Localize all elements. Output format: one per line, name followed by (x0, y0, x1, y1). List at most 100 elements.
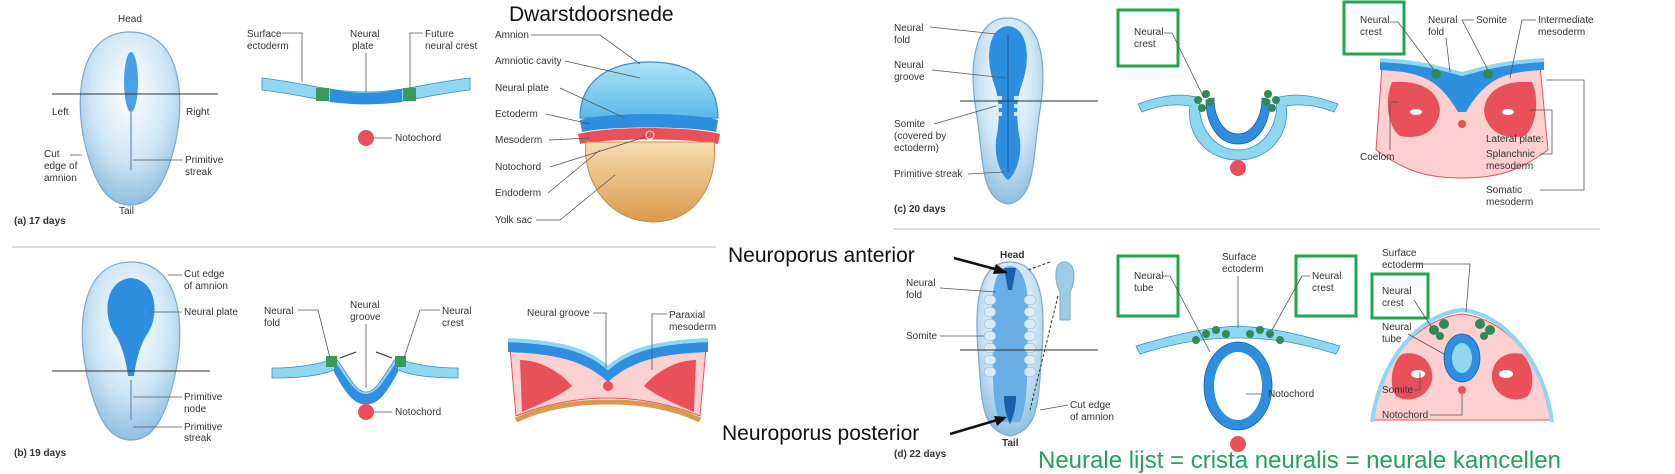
label-somite-c-2: (covered by (894, 131, 946, 142)
label-ps-b-1: Primitive (184, 422, 223, 433)
label-np-b: Neural plate (184, 307, 238, 318)
highlight-neural-crest-c (1116, 8, 1180, 68)
label-nf-c-2: fold (894, 35, 910, 46)
panel-c-embryo (960, 17, 1098, 205)
label-int-1: Intermediate (1538, 15, 1594, 26)
section-drawing (578, 61, 720, 223)
label-splanch-2: mesoderm (1486, 161, 1533, 172)
label-coelom: Coelom (1360, 152, 1394, 163)
panel-b-embryo (52, 261, 210, 441)
caption-a: (a) 17 days (14, 216, 66, 227)
section-labels: Amnion Amniotic cavity Neural plate Ecto… (495, 30, 646, 226)
label-tail-d: Tail (1002, 438, 1019, 449)
label-para-1: Paraxial (669, 310, 705, 321)
label-nt-d-1: Neural (1134, 271, 1163, 282)
label-ps-b-2: streak (184, 433, 212, 444)
label-cut-b-2: of amnion (184, 281, 228, 292)
label-endoderm: Endoderm (495, 188, 541, 199)
label-neural-plate-s: Neural plate (495, 83, 549, 94)
panel-a-section (261, 77, 471, 146)
label-nc-b-2: crest (442, 318, 464, 329)
label-mesoderm: Mesoderm (495, 135, 542, 146)
arrow-np-posterior (949, 416, 1005, 436)
label-pn-b-1: Primitive (184, 392, 223, 403)
label-nf-d-1: Neural (906, 278, 935, 289)
label-nt-d-2: tube (1134, 283, 1154, 294)
label-se-a-1: Surface (247, 29, 282, 40)
footnote-neural-crest: Neurale lijst = crista neuralis = neural… (1038, 447, 1561, 474)
highlight-neural-crest-d2 (1370, 272, 1430, 320)
label-nc-d-1: Neural (1312, 271, 1341, 282)
label-head-a: Head (118, 14, 142, 25)
label-np-a-1: Neural (350, 29, 379, 40)
panel-a-embryo (52, 31, 218, 206)
label-somite-c-1: Somite (894, 119, 926, 130)
label-cut-a-3: amnion (44, 173, 77, 184)
label-nc-c2-1: Neural (1360, 15, 1389, 26)
label-cut-a-1: Cut (44, 149, 60, 160)
arrowhead-np-anterior (993, 264, 1008, 274)
label-yolk-sac: Yolk sac (495, 215, 532, 226)
label-right: Right (186, 107, 210, 118)
section-title: Dwarstdoorsnede (509, 3, 674, 26)
label-nf-c2-1: Neural (1428, 15, 1457, 26)
label-left: Left (52, 107, 69, 118)
label-somite-c2: Somite (1476, 15, 1508, 26)
label-notochord-s: Notochord (495, 162, 541, 173)
label-np-a-2: plate (352, 41, 374, 52)
label-nt-d2-2: tube (1382, 334, 1402, 345)
label-somatic-2: mesoderm (1486, 197, 1533, 208)
label-nf-b-1: Neural (264, 306, 293, 317)
label-noto-b: Notochord (395, 407, 441, 418)
label-nf-d-2: fold (906, 290, 922, 301)
label-cut-b-1: Cut edge (184, 269, 225, 280)
label-splanch-1: Splanchnic (1486, 149, 1535, 160)
label-ng-b-2: groove (350, 312, 381, 323)
label-se-a-2: ectoderm (247, 41, 289, 52)
panel-b-right-section (507, 338, 709, 423)
label-ps-c: Primitive streak (894, 169, 963, 180)
label-ps-a-2: streak (185, 167, 213, 178)
label-cut-d-1: Cut edge (1070, 400, 1111, 411)
label-noto-d2: Notochord (1382, 410, 1428, 421)
label-nf-c-1: Neural (894, 23, 923, 34)
label-ng-c-1: Neural (894, 60, 923, 71)
label-tail-a: Tail (119, 206, 134, 217)
label-pn-b-2: node (184, 404, 207, 415)
label-se-d-1: Surface (1222, 252, 1257, 263)
label-amniotic-cavity: Amniotic cavity (495, 56, 562, 67)
label-noto-d: Notochord (1268, 389, 1314, 400)
annotation-np-anterior: Neuroporus anterior (728, 244, 915, 267)
highlight-neural-tube-d (1116, 254, 1180, 318)
label-ectoderm: Ectoderm (495, 109, 538, 120)
label-ng-b-right: Neural groove (527, 308, 590, 319)
panel-d-mid-section (1135, 325, 1341, 452)
label-somite-d: Somite (906, 331, 938, 342)
annotation-np-posterior: Neuroporus posterior (722, 422, 919, 445)
highlight-neural-crest-c2 (1342, 0, 1406, 56)
label-nf-b-2: fold (264, 318, 280, 329)
label-se-d2-1: Surface (1382, 248, 1417, 259)
label-ng-c-2: groove (894, 72, 925, 83)
label-nc-d-2: crest (1312, 283, 1334, 294)
caption-b: (b) 19 days (14, 448, 67, 459)
label-para-2: mesoderm (669, 322, 716, 333)
label-nt-d2-1: Neural (1382, 322, 1411, 333)
label-nc-c-2: crest (1134, 39, 1156, 50)
label-somatic-1: Somatic (1486, 185, 1522, 196)
label-fc-a-1: Future (425, 29, 454, 40)
caption-d: (d) 22 days (894, 449, 947, 460)
label-head-d: Head (1000, 250, 1024, 261)
label-somite-d2: Somite (1382, 385, 1414, 396)
panel-c-right-section (1375, 58, 1549, 179)
label-int-2: mesoderm (1538, 27, 1585, 38)
label-se-d-2: ectoderm (1222, 264, 1264, 275)
label-nf-c2-2: fold (1428, 27, 1444, 38)
panel-d-embryo (960, 261, 1098, 437)
label-ng-b-1: Neural (350, 300, 379, 311)
label-somite-c-3: ectoderm) (894, 143, 939, 154)
caption-c: (c) 20 days (894, 204, 946, 215)
label-noto-a: Notochord (395, 133, 441, 144)
label-cut-d-2: of amnion (1070, 412, 1114, 423)
